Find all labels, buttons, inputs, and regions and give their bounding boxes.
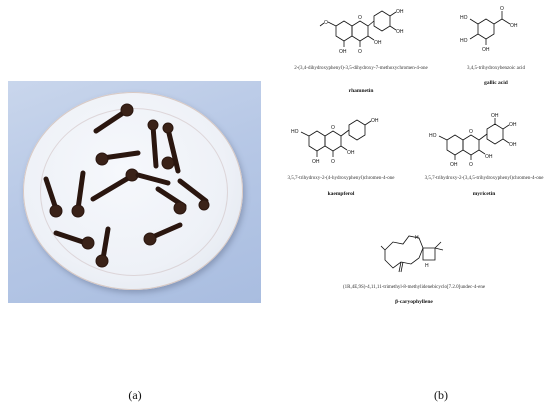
gallic-acid-iupac: 3,4,5-trihydroxybenzoic acid (467, 66, 525, 71)
gallic-acid-ho-5: HO (460, 15, 468, 21)
myricetin-oh-3: OH (485, 154, 493, 160)
rhamnetin-oh-3p: OH (396, 29, 404, 35)
rhamnetin-methoxy-oxygen: O (324, 20, 328, 26)
kaempferol-ring-oxygen: O (331, 125, 335, 131)
rhamnetin-oh-3: OH (374, 40, 382, 46)
plate-inner-ring (40, 108, 228, 276)
rhamnetin-iupac: 2-(3,4-dihydroxyphenyl)-3,5-dihydroxy-7-… (294, 66, 428, 71)
kaempferol-ho-7: HO (291, 129, 299, 135)
gallic-acid-ho-3: HO (460, 38, 468, 44)
myricetin-carbonyl-oxygen: O (469, 162, 473, 168)
myricetin-oh-5: OH (450, 162, 458, 168)
rhamnetin-carbonyl-oxygen: O (358, 49, 362, 55)
gallic-acid-carbonyl-oxygen: O (500, 6, 504, 12)
panel-a-label: (a) (128, 388, 142, 402)
myricetin-ring-oxygen: O (469, 129, 473, 135)
gallic-acid-name: gallic acid (484, 80, 508, 86)
myricetin-structure: O O HO OH OH OH OH OH (429, 113, 517, 168)
rhamnetin-name: rhamnetin (348, 88, 374, 94)
kaempferol-oh-3: OH (347, 150, 355, 156)
beta-caryophyllene-structure: H H (380, 235, 444, 273)
kaempferol-name: kaempferol (327, 191, 355, 197)
beta-caryophyllene-iupac: (1R,4E,9S)-4,11,11-trimethyl-8-methylide… (342, 285, 486, 290)
gallic-acid-oh-4: OH (482, 47, 490, 53)
myricetin-oh-4p: OH (509, 122, 517, 128)
rhamnetin-ring-oxygen: O (358, 15, 362, 21)
kaempferol-oh-5: OH (312, 159, 320, 165)
gallic-acid-acid-oh: OH (510, 23, 518, 29)
rhamnetin-oh-4p: OH (396, 9, 404, 15)
kaempferol-oh-4p: OH (371, 118, 379, 124)
myricetin-oh-5p: OH (509, 142, 517, 148)
beta-caryophyllene-h-lower: H (425, 263, 429, 269)
gallic-acid-structure: O OH HO HO OH (460, 6, 518, 53)
beta-caryophyllene-name: β-caryophyllene (395, 299, 433, 305)
myricetin-ho-7: HO (429, 133, 437, 139)
myricetin-iupac: 3,5,7-trihydroxy-2-(3,4,5-trihydroxyphen… (424, 176, 544, 181)
rhamnetin-oh-5: OH (339, 49, 347, 55)
kaempferol-structure: O O HO OH OH OH (291, 118, 379, 165)
cloves-illustration (43, 103, 210, 268)
kaempferol-carbonyl-oxygen: O (331, 159, 335, 165)
panel-b-label: (b) (434, 388, 448, 402)
rhamnetin-structure: O O O OH OH OH OH (319, 9, 404, 55)
kaempferol-iupac: 3,5,7-trihydroxy-2-(4-hydroxyphenyl)chro… (287, 176, 395, 181)
myricetin-name: myricetin (472, 191, 496, 197)
beta-caryophyllene-h-upper: H (415, 235, 419, 241)
myricetin-oh-3p: OH (491, 113, 499, 119)
